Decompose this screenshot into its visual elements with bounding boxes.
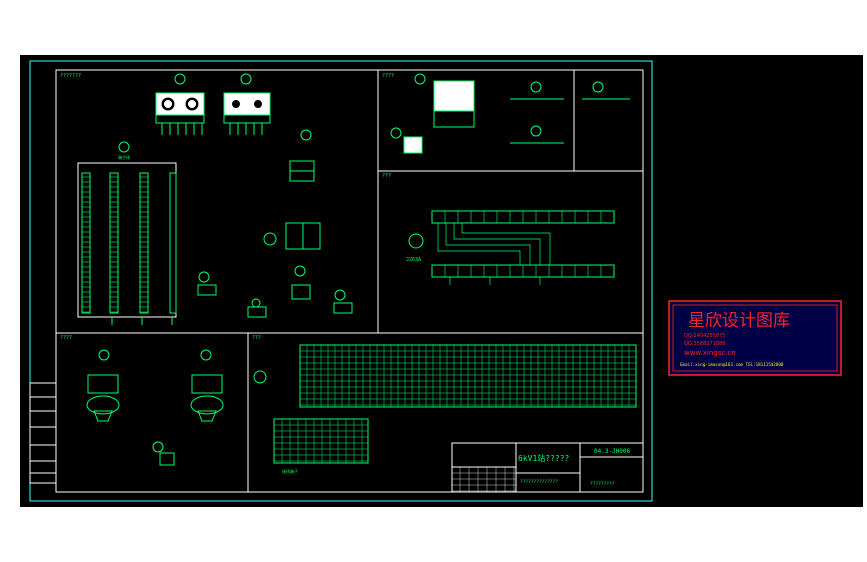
- panel-title-lower-mid: ???: [252, 335, 261, 341]
- relay-block-1: [155, 73, 205, 135]
- panel-title-lower-left: ????: [60, 335, 72, 341]
- schematic-svg: ??????? ???? ??? ???? ??? 端子排: [29, 60, 842, 502]
- relay-block-2: [223, 73, 271, 135]
- left-bus-label: 端子排: [118, 154, 130, 160]
- watermark-qq2: QQ:3588271588: [684, 341, 725, 347]
- lower-wiring-table: 接线端子: [253, 344, 637, 474]
- upper-right-relay: [390, 73, 630, 154]
- title-block: 6kV1站????? 04.3-JH006 ?????????????? ???…: [451, 442, 644, 493]
- inner-frame: [55, 69, 644, 493]
- middle-components: [197, 129, 353, 318]
- panel-title-upper-right: ????: [382, 73, 394, 79]
- drawing-title: 6kV1站?????: [518, 453, 570, 463]
- left-terminal-bus: 端子排: [77, 141, 177, 325]
- watermark-title: 星欣设计图库: [688, 311, 790, 331]
- terminal-block-jz63a: JZ63A: [406, 210, 615, 285]
- drawing-code: 04.3-JH006: [594, 448, 631, 455]
- drawing-subtitle2: ?????????: [590, 481, 615, 487]
- drawing-subtitle: ??????????????: [520, 479, 558, 485]
- watermark: 星欣设计图库 QQ:1404255875 QQ:3588271588 www.x…: [668, 300, 842, 376]
- outer-frame: [29, 60, 653, 502]
- lower-left-devices: [86, 349, 224, 466]
- cad-drawing-canvas: ??????? ???? ??? ???? ??? 端子排: [20, 55, 863, 507]
- terminal-block-label: JZ63A: [406, 257, 421, 263]
- watermark-email: Email:xing-imason@163.com TEL:1811154280…: [680, 362, 784, 367]
- left-strip: [29, 382, 57, 484]
- watermark-web: www.xingsc.cn: [684, 349, 736, 357]
- panel-title-left-top: ???????: [60, 73, 81, 79]
- panel-title-mid-right: ???: [382, 173, 391, 179]
- bottom-ref-label: 接线端子: [282, 468, 298, 474]
- panel-dividers: [56, 70, 643, 492]
- watermark-qq1: QQ:1404255875: [684, 333, 725, 339]
